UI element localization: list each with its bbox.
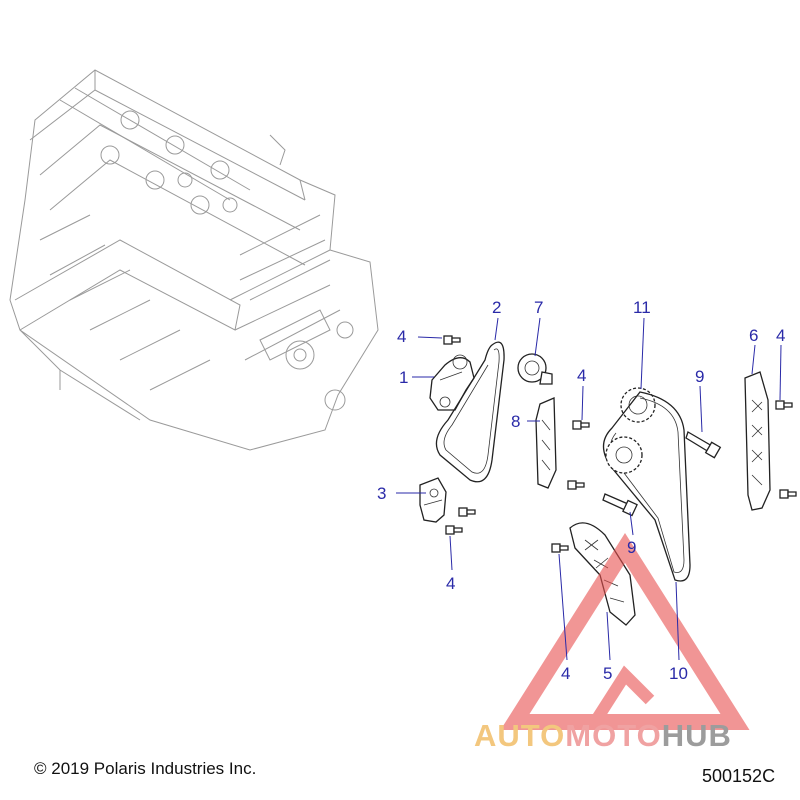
callout-4: 4 bbox=[577, 366, 586, 385]
part-1-upper-chain-guide bbox=[429, 354, 475, 411]
callout-10: 10 bbox=[669, 664, 688, 683]
watermark-brand-text: AUTOMOTOHUB bbox=[474, 718, 732, 754]
callout-6: 6 bbox=[749, 326, 758, 345]
callout-4: 4 bbox=[561, 664, 570, 683]
callout-9: 9 bbox=[627, 538, 636, 557]
callout-4: 4 bbox=[776, 326, 785, 345]
part-2-upper-timing-chain bbox=[435, 341, 505, 483]
part-11-sprocket bbox=[620, 387, 656, 423]
part-9-shoulder-bolts bbox=[602, 431, 722, 517]
brand-part-hub: HUB bbox=[661, 718, 732, 753]
part-7-camshaft-sprocket-hub bbox=[517, 353, 553, 385]
callout-1: 1 bbox=[399, 368, 408, 387]
callout-2: 2 bbox=[492, 298, 501, 317]
copyright-notice: © 2019 Polaris Industries Inc. bbox=[34, 759, 257, 778]
watermark-triangle bbox=[500, 533, 750, 730]
callout-numbers: 4 1 2 7 4 8 11 6 4 9 3 4 9 4 5 10 bbox=[377, 298, 785, 683]
callout-8: 8 bbox=[511, 412, 520, 431]
callout-5: 5 bbox=[603, 664, 612, 683]
callout-4: 4 bbox=[397, 327, 406, 346]
leader-lines bbox=[396, 317, 782, 661]
part-6-fixed-chain-guide bbox=[744, 371, 771, 511]
callout-4: 4 bbox=[446, 574, 455, 593]
callout-9: 9 bbox=[695, 367, 704, 386]
brand-part-auto: AUTO bbox=[474, 718, 566, 753]
brand-part-moto: MOTO bbox=[565, 718, 662, 753]
callout-11: 11 bbox=[633, 298, 651, 317]
callout-3: 3 bbox=[377, 484, 386, 503]
drawing-number: 500152C bbox=[702, 766, 776, 786]
part-10-lower-timing-chain bbox=[602, 391, 691, 582]
part-4-bolts bbox=[443, 335, 797, 553]
part-8-chain-guide-rail bbox=[535, 397, 557, 489]
callout-7: 7 bbox=[534, 298, 543, 317]
part-3-chain-tensioner bbox=[419, 477, 447, 523]
engine-block-illustration bbox=[9, 69, 379, 451]
